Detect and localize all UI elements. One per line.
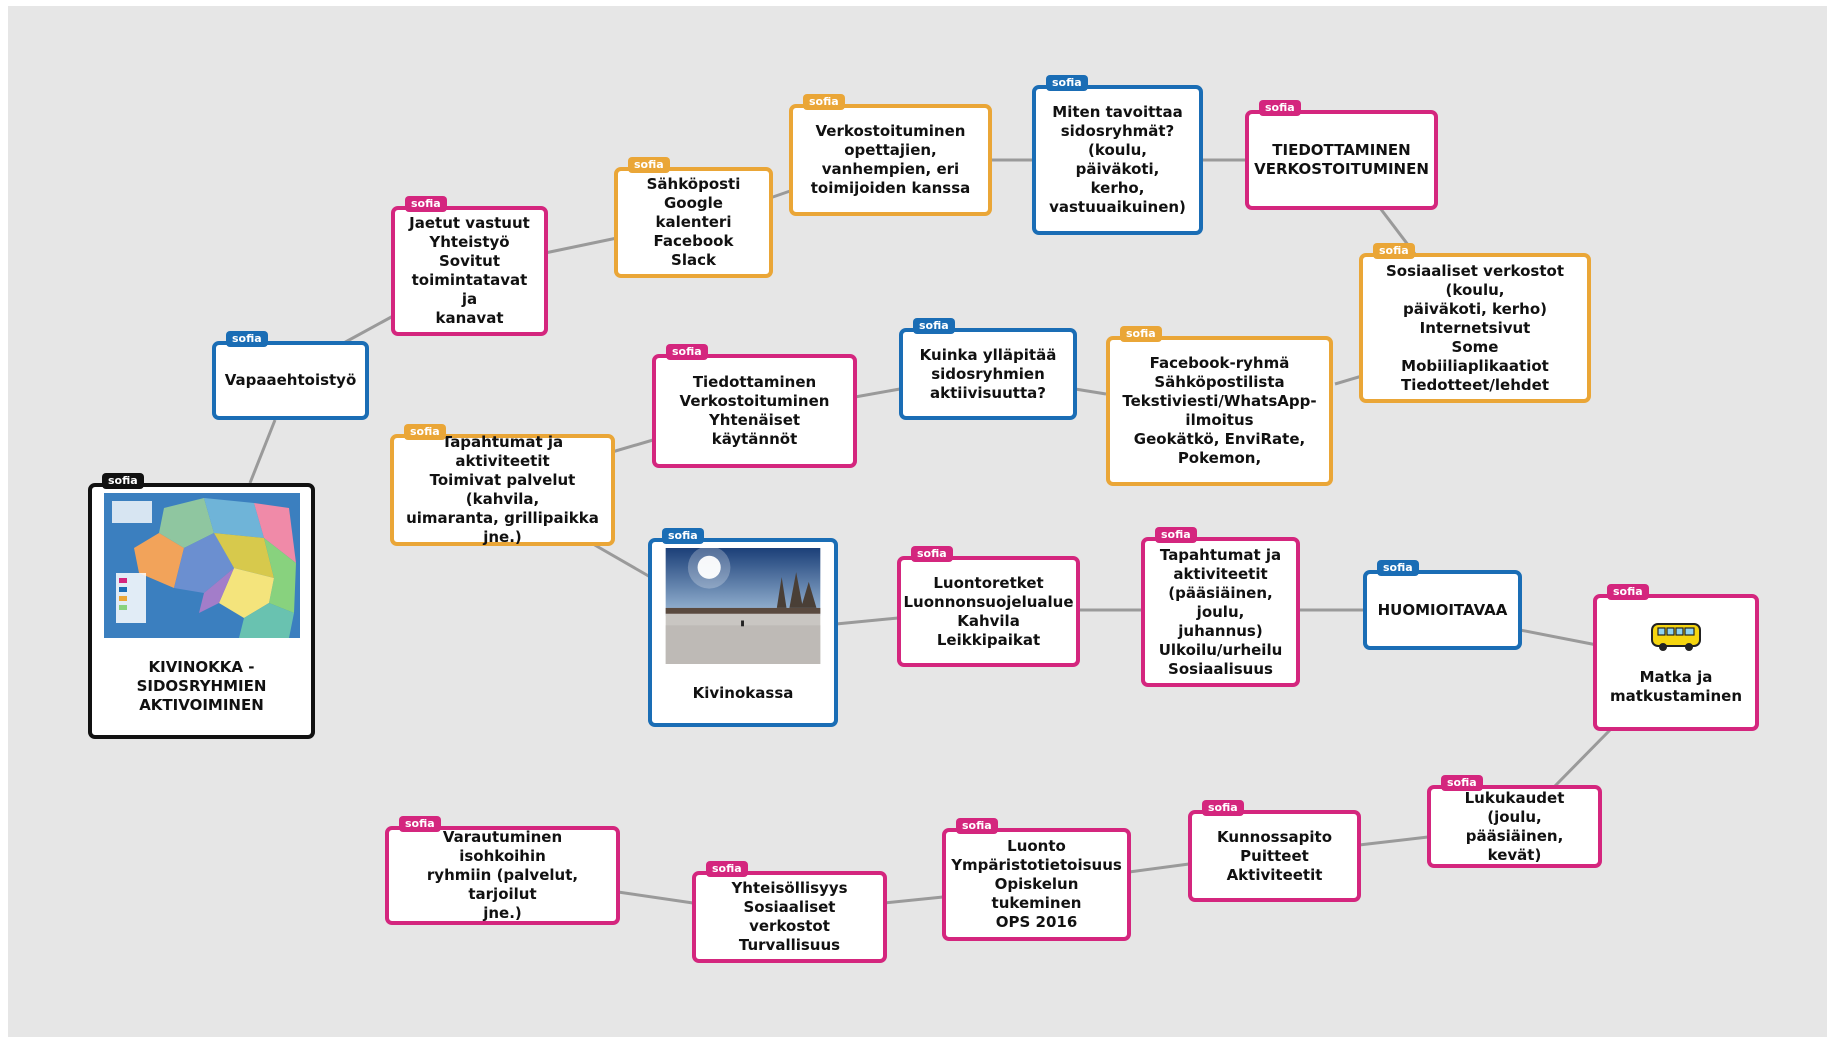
node-text: Luonto Ympäristotietoisuus Opiskelun tuk… <box>951 837 1122 931</box>
map-image <box>103 493 300 638</box>
node-text: Sähköposti Google kalenteri Facebook Sla… <box>646 175 741 269</box>
link-huomioitavaa-matka <box>1519 628 1598 647</box>
link-jaetut-sahkoposti <box>544 236 618 255</box>
node-text: Kivinokassa <box>692 684 794 702</box>
node-text: Varautuminen isohkoihin ryhmiin (palvelu… <box>426 828 579 922</box>
node-tag: sofia <box>1120 326 1162 342</box>
node-tag: sofia <box>405 196 447 212</box>
node-tag: sofia <box>399 816 441 832</box>
node-tag: sofia <box>956 818 998 834</box>
node-tag: sofia <box>911 546 953 562</box>
node-tag: sofia <box>1441 775 1483 791</box>
node-text: KIVINOKKA - SIDOSRYHMIEN AKTIVOIMINEN <box>136 658 267 714</box>
node-verkostoituminen-opettajien[interactable]: sofia Verkostoituminen opettajien, vanhe… <box>789 94 992 216</box>
node-tag: sofia <box>1373 243 1415 259</box>
link-kunnossapito-luonto <box>1128 862 1190 874</box>
node-text: Tapahtumat ja aktiviteetit Toimivat palv… <box>406 433 599 546</box>
node-tag: sofia <box>226 331 268 347</box>
link-facebook-kuinka <box>1074 387 1107 396</box>
bus-icon <box>1651 622 1701 651</box>
node-text: Miten tavoittaa sidosryhmät? (koulu, päi… <box>1049 103 1186 216</box>
node-tag: sofia <box>662 528 704 544</box>
node-vapaaehtoistyo[interactable]: sofia Vapaaehtoistyö <box>212 331 369 420</box>
node-tag: sofia <box>404 424 446 440</box>
node-tag: sofia <box>102 473 144 489</box>
node-tag: sofia <box>1155 527 1197 543</box>
central-node[interactable]: sofia KIVINOKKA - SIDOSRYHMIEN AKTIVOIMI… <box>88 473 315 739</box>
node-tag: sofia <box>1607 584 1649 600</box>
node-tag: sofia <box>1046 75 1088 91</box>
node-tag: sofia <box>1377 560 1419 576</box>
node-text: Kunnossapito Puitteet Aktiviteetit <box>1216 827 1333 884</box>
link-yhteisollisyys-varautuminen <box>617 890 694 905</box>
node-yhteisollisyys[interactable]: sofia Yhteisöllisyys Sosiaaliset verkost… <box>692 861 887 963</box>
node-tag: sofia <box>706 861 748 877</box>
node-tapahtumat-aktiviteetit[interactable]: sofia Tapahtumat ja aktiviteetit Toimiva… <box>390 424 615 546</box>
node-matka-ja-matkustaminen[interactable]: sofia Matka ja matkustaminen <box>1593 584 1759 731</box>
node-tag: sofia <box>1259 100 1301 116</box>
node-sahkoposti[interactable]: sofia Sähköposti Google kalenteri Facebo… <box>614 157 773 278</box>
node-text: Sosiaaliset verkostot (koulu, päiväkoti,… <box>1385 261 1564 394</box>
node-text: Jaetut vastuut Yhteistyö Sovitut toimint… <box>409 214 530 327</box>
node-tag: sofia <box>666 344 708 360</box>
node-facebook-ryhma[interactable]: sofia Facebook-ryhmä Sähköpostilista Tek… <box>1106 326 1333 486</box>
node-text: TIEDOTTAMINEN VERKOSTOITUMINEN <box>1254 141 1429 178</box>
node-tag: sofia <box>803 94 845 110</box>
node-tag: sofia <box>913 318 955 334</box>
node-text: Yhteisöllisyys Sosiaaliset verkostot Tur… <box>731 879 848 954</box>
node-tapahtumat-paasiainen[interactable]: sofia Tapahtumat ja aktiviteetit (pääsiä… <box>1141 527 1300 687</box>
link-lukukaudet-kunnossapito <box>1358 835 1429 847</box>
node-text: Tapahtumat ja aktiviteetit (pääsiäinen, … <box>1158 545 1283 678</box>
node-luonto[interactable]: sofia Luonto Ympäristotietoisuus Opiskel… <box>942 818 1131 941</box>
winter-photo <box>665 548 821 664</box>
node-kuinka-yllapitaa[interactable]: sofia Kuinka ylläpitää sidosryhmien akti… <box>899 318 1077 420</box>
node-text: Kuinka ylläpitää sidosryhmien aktiivisuu… <box>919 345 1057 402</box>
link-central-vapaaehtoistyo <box>248 419 277 484</box>
link-sosiaaliset-facebook <box>1334 374 1363 386</box>
node-text: Luontoretket Luonnonsuojelualue Kahvila … <box>903 573 1074 649</box>
node-text: Facebook-ryhmä Sähköpostilista Tekstivie… <box>1122 354 1317 467</box>
node-kivinokassa[interactable]: sofia Kivinokassa <box>648 528 838 727</box>
link-kuinka-tiedottaminen <box>854 387 901 399</box>
node-text: Lukukaudet (joulu, pääsiäinen, kevät) <box>1464 788 1565 864</box>
node-text: Matka ja matkustaminen <box>1609 667 1743 705</box>
node-tiedottaminen[interactable]: sofia Tiedottaminen Verkostoituminen Yht… <box>652 344 857 468</box>
node-text: HUOMIOITAVAA <box>1377 600 1508 619</box>
node-varautuminen[interactable]: sofia Varautuminen isohkoihin ryhmiin (p… <box>385 816 620 925</box>
node-miten-tavoittaa[interactable]: sofia Miten tavoittaa sidosryhmät? (koul… <box>1032 75 1203 235</box>
node-jaetut-vastuut[interactable]: sofia Jaetut vastuut Yhteistyö Sovitut t… <box>391 196 548 336</box>
node-lukukaudet[interactable]: sofia Lukukaudet (joulu, pääsiäinen, kev… <box>1427 775 1602 868</box>
node-tag: sofia <box>1202 800 1244 816</box>
link-kivinokassa-luontoretket <box>835 616 899 626</box>
node-text: Tiedottaminen Verkostoituminen Yhtenäise… <box>679 373 830 448</box>
node-text: Vapaaehtoistyö <box>224 371 357 389</box>
node-huomioitavaa[interactable]: sofia HUOMIOITAVAA <box>1363 560 1522 650</box>
link-vapaaehtoistyo-jaetut <box>339 313 396 347</box>
node-text: Verkostoituminen opettajien, vanhempien,… <box>810 122 971 197</box>
link-matka-lukukaudet <box>1553 728 1612 788</box>
node-tag: sofia <box>628 157 670 173</box>
node-kunnossapito[interactable]: sofia Kunnossapito Puitteet Aktiviteetit <box>1188 800 1361 902</box>
node-tiedottaminen-verkostoituminen-caps[interactable]: sofia TIEDOTTAMINEN VERKOSTOITUMINEN <box>1245 100 1438 210</box>
link-luonto-yhteisollisyys <box>883 895 944 905</box>
link-tiedottaminen-tapahtumat <box>611 438 654 454</box>
node-luontoretket[interactable]: sofia Luontoretket Luonnonsuojelualue Ka… <box>897 546 1080 667</box>
node-sosiaaliset-verkostot[interactable]: sofia Sosiaaliset verkostot (koulu, päiv… <box>1359 243 1591 403</box>
link-tapahtumat-kivinokassa <box>592 542 653 580</box>
